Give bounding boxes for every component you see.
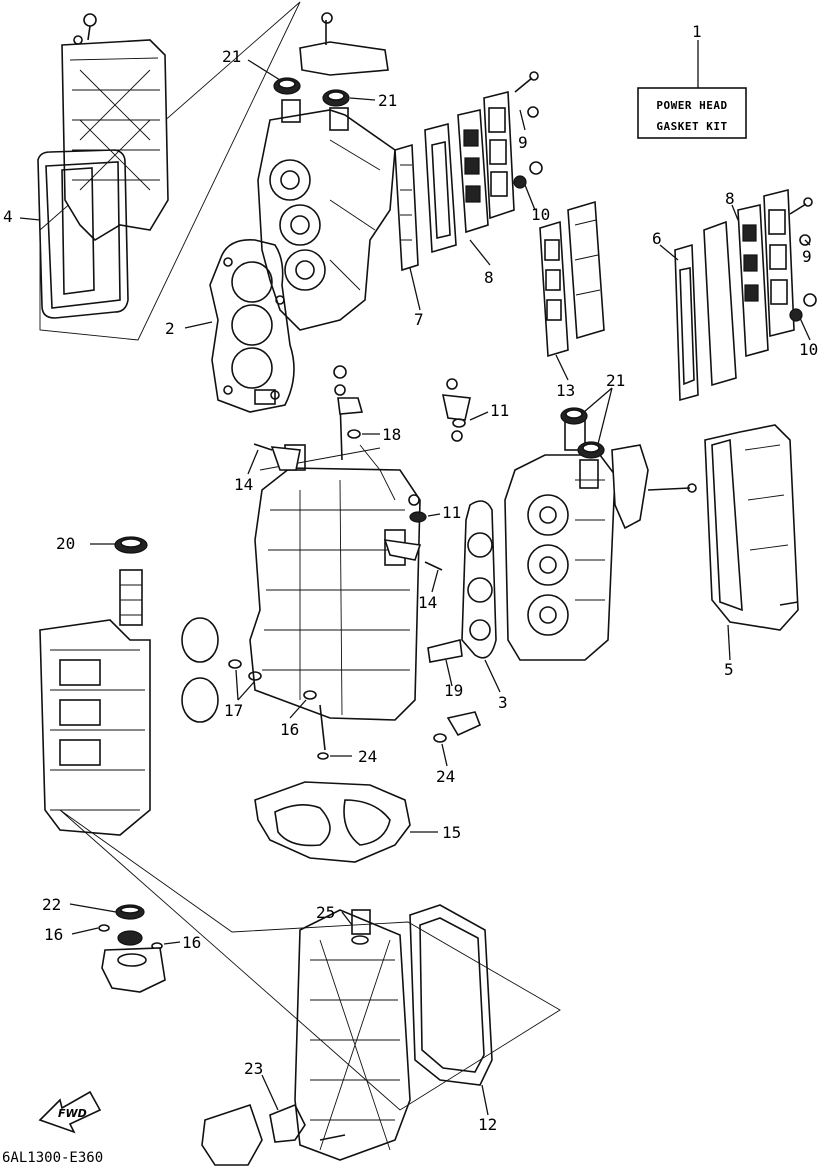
oil-seal-21-upper: [273, 77, 350, 107]
callout-11-upper: 11: [490, 401, 509, 420]
callout-labels: 1 2 3 4 5 6 7 8 8 9 9 10 10 11 11 12 13 …: [3, 22, 818, 1134]
callout-8-upper: 8: [484, 268, 494, 287]
cylinder-head-cover-group: [37, 1, 301, 341]
callout-5: 5: [724, 660, 734, 679]
callout-1: 1: [692, 22, 702, 41]
callout-3: 3: [498, 693, 508, 712]
callout-21-left: 21: [222, 47, 241, 66]
drawing-code: 6AL1300-E360: [2, 1150, 103, 1166]
callout-23: 23: [244, 1059, 263, 1078]
callout-24-right: 24: [436, 767, 455, 786]
callout-12: 12: [478, 1115, 497, 1134]
lower-seal-group: [98, 904, 166, 993]
callout-7: 7: [414, 310, 424, 329]
head-gasket: [209, 238, 295, 413]
callout-11-lower: 11: [442, 503, 461, 522]
fwd-arrow-badge: FWD: [38, 1090, 102, 1134]
callout-14-upper: 14: [234, 475, 253, 494]
cylinder-head-upper: [257, 12, 396, 331]
block-small-parts: [228, 365, 482, 760]
gasket-kit-box: POWER HEAD GASKET KIT: [637, 40, 747, 139]
crankcase: [39, 569, 219, 836]
kit-box-line1: POWER HEAD: [656, 99, 727, 112]
callout-16-block: 16: [280, 720, 299, 739]
callout-16-right: 16: [182, 933, 201, 952]
callout-8-right: 8: [725, 189, 735, 208]
callout-21-lower: 21: [606, 371, 625, 390]
callout-2: 2: [165, 319, 175, 338]
callout-17: 17: [224, 701, 243, 720]
callout-4: 4: [3, 207, 13, 226]
gasket-15: [254, 781, 411, 863]
oil-seal-21-lower: [560, 407, 605, 459]
callout-16-left: 16: [44, 925, 63, 944]
callout-22: 22: [42, 895, 61, 914]
kit-box-line2: GASKET KIT: [656, 120, 727, 133]
callout-10-right: 10: [799, 340, 818, 359]
exhaust-guide: [59, 809, 561, 1166]
exhaust-cover-upper: [394, 71, 543, 272]
cylinder-head-lower: [461, 419, 697, 661]
callout-6: 6: [652, 229, 662, 248]
callout-13: 13: [556, 381, 575, 400]
callout-25: 25: [316, 903, 335, 922]
exhaust-cover-13: [539, 200, 605, 358]
callout-15: 15: [442, 823, 461, 842]
exhaust-cover-right: [674, 188, 817, 631]
callout-9-upper: 9: [518, 133, 528, 152]
callout-19: 19: [444, 681, 463, 700]
callout-10-upper: 10: [531, 205, 550, 224]
callout-14-lower: 14: [418, 593, 437, 612]
callout-21-right: 21: [378, 91, 397, 110]
fwd-label: FWD: [58, 1107, 87, 1120]
cylinder-block: [249, 444, 421, 721]
callout-24-block: 24: [358, 747, 377, 766]
leader-lines: [19, 59, 811, 1116]
callout-9-right: 9: [802, 247, 812, 266]
callout-20: 20: [56, 534, 75, 553]
callout-18: 18: [382, 425, 401, 444]
